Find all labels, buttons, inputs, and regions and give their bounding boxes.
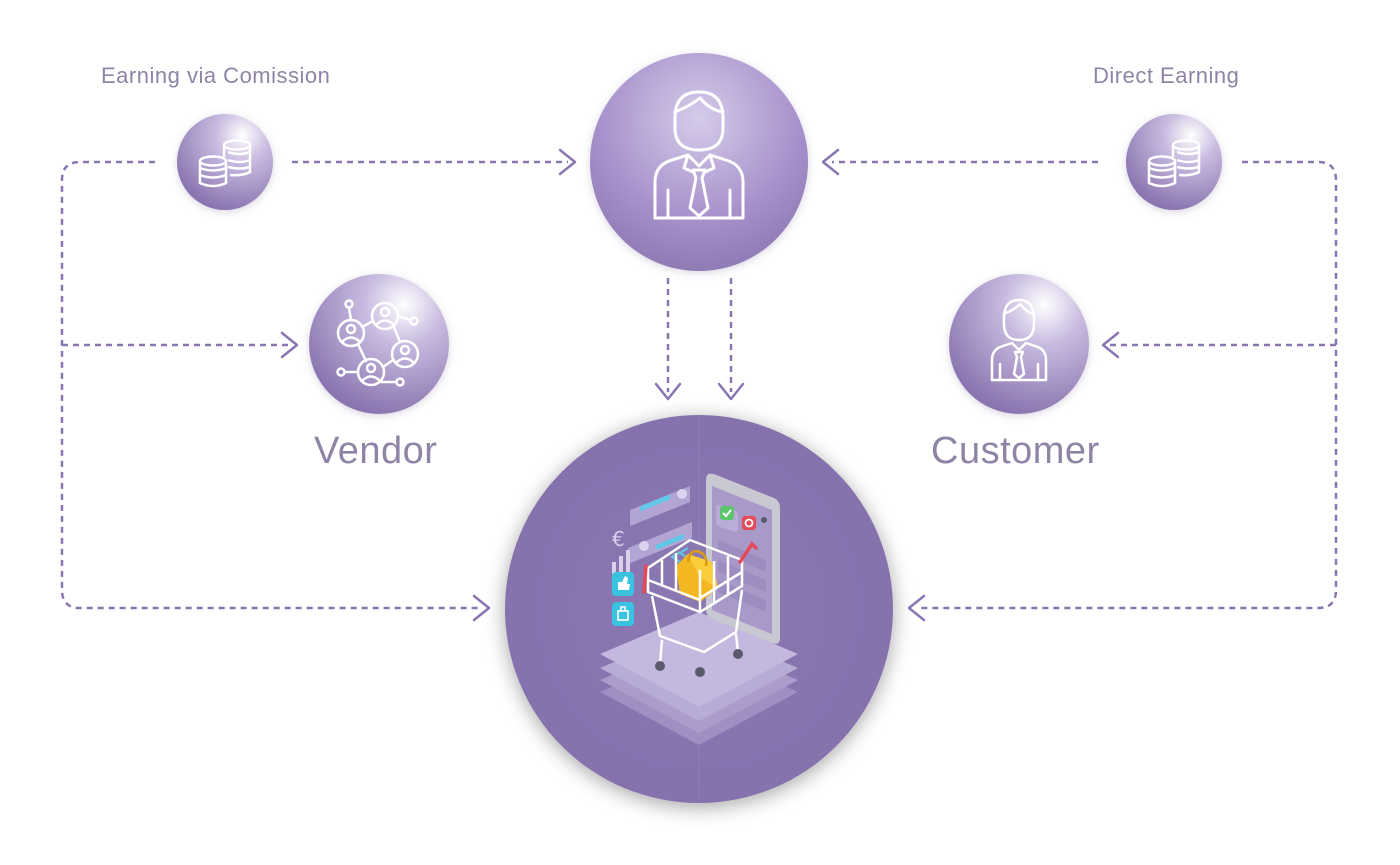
arrow-down-left: [654, 382, 682, 401]
direct-earning-label: Direct Earning: [1093, 63, 1240, 88]
cart-icon: [642, 538, 758, 677]
coins-icon: [1147, 139, 1201, 188]
direct-coins-node: [1126, 114, 1222, 210]
connector-lines: [60, 160, 1338, 610]
arrow-to-customer: [1101, 331, 1120, 359]
arrow-to-platform-right: [907, 594, 926, 622]
marketplace-node: €: [505, 415, 893, 803]
left-loop-line: [60, 160, 478, 610]
vendor-node: [309, 274, 449, 414]
arrowheads: [280, 148, 1120, 622]
commission-label: Earning via Comission: [101, 63, 331, 88]
vendor-label: Vendor: [314, 430, 438, 472]
shopping-cart-platform-icon: €: [600, 473, 798, 745]
commission-coins-node: [177, 114, 273, 210]
customer-icon: [990, 298, 1048, 382]
svg-text:€: €: [612, 527, 625, 551]
admin-node: [590, 53, 808, 271]
customer-label: Customer: [931, 430, 1100, 472]
coins-icon: [198, 139, 252, 188]
right-loop-line: [918, 160, 1338, 610]
arrow-down-right: [717, 382, 745, 401]
arrow-to-admin-right: [821, 148, 840, 176]
vendor-network-icon: [336, 299, 420, 387]
arrow-to-vendor: [280, 331, 299, 359]
arrow-to-platform-left: [472, 594, 491, 622]
admin-icon: [653, 90, 745, 220]
customer-node: [949, 274, 1089, 414]
ui-cards-icon: €: [612, 486, 692, 626]
arrow-to-admin-left: [558, 148, 577, 176]
